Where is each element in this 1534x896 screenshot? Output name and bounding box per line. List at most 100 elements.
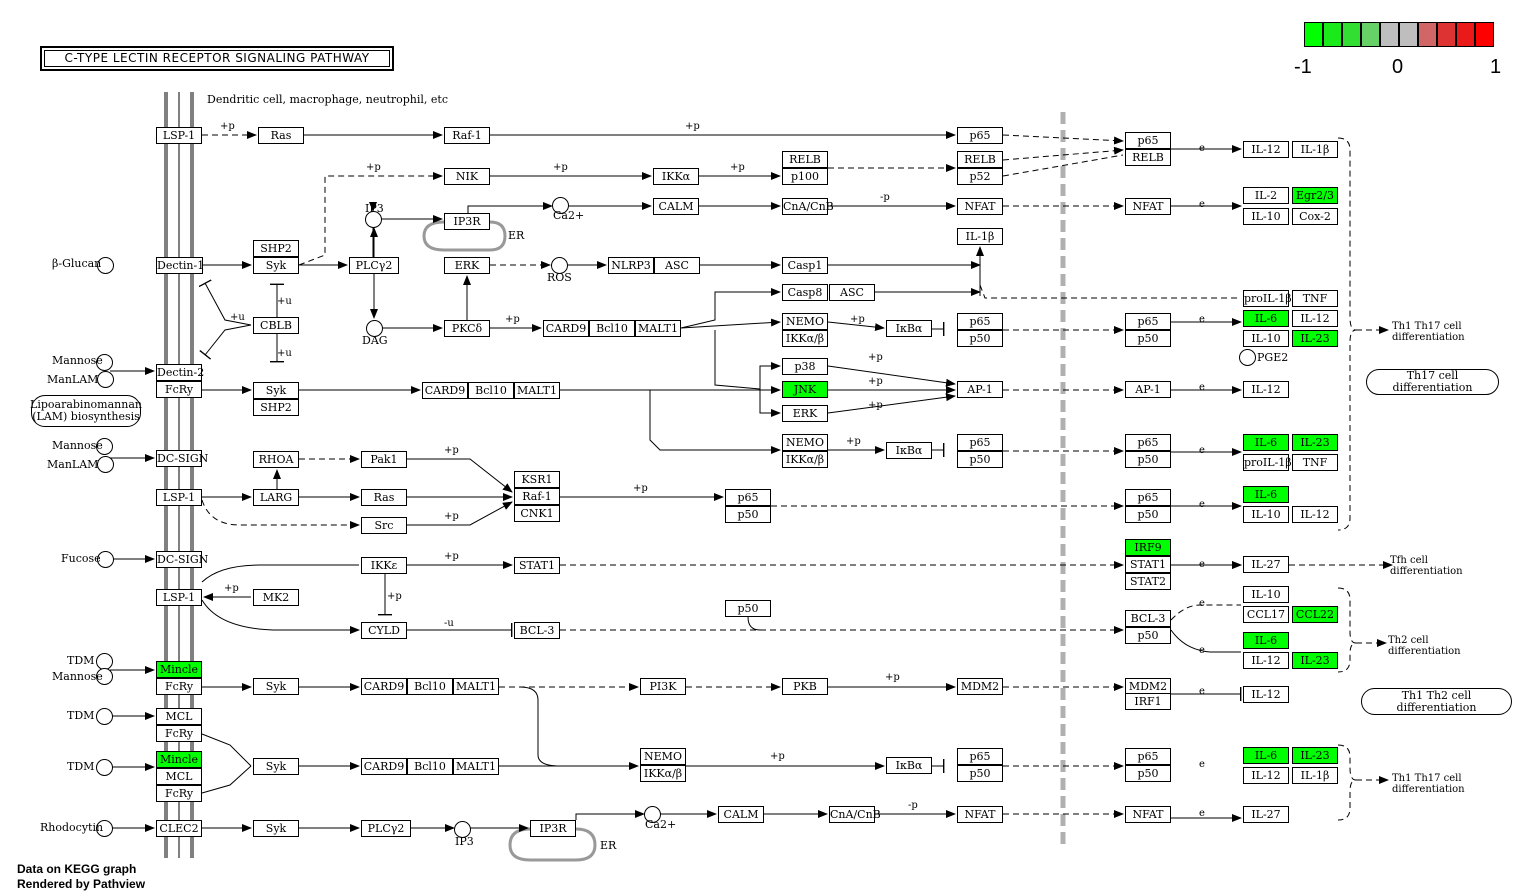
gene-node-relbn[interactable]: RELB xyxy=(1125,149,1171,166)
gene-node-t-il23d[interactable]: IL-23 xyxy=(1292,747,1338,764)
gene-node-mdm2n[interactable]: MDM2 xyxy=(1125,678,1171,695)
gene-node-p50n2[interactable]: p50 xyxy=(1125,330,1171,347)
gene-node-bcl10b[interactable]: Bcl10 xyxy=(468,382,514,399)
gene-node-syk2[interactable]: Syk xyxy=(253,382,299,399)
gene-node-ikkab1[interactable]: IKKα/β xyxy=(782,330,828,347)
gene-node-ap1a[interactable]: AP-1 xyxy=(957,381,1003,398)
gene-node-shp2a[interactable]: SHP2 xyxy=(253,240,299,257)
gene-node-fcry4[interactable]: FcRy xyxy=(156,785,202,802)
outcome-th1th17a[interactable]: Th1 Th17 cell differentiation xyxy=(1392,321,1465,343)
gene-node-lsp1b[interactable]: LSP-1 xyxy=(156,489,202,506)
gene-node-t-il27b[interactable]: IL-27 xyxy=(1243,806,1289,823)
compound-manlam2-node[interactable] xyxy=(97,456,114,473)
gene-node-erk1[interactable]: ERK xyxy=(444,257,490,274)
compound-tdm3-node[interactable] xyxy=(96,759,113,776)
gene-node-nfatn1[interactable]: NFAT xyxy=(1125,198,1171,215)
gene-node-ikba1[interactable]: IκBα xyxy=(886,320,932,337)
gene-node-t-il12a[interactable]: IL-12 xyxy=(1243,141,1289,158)
gene-node-t-il10b[interactable]: IL-10 xyxy=(1243,330,1289,347)
gene-node-nfat1[interactable]: NFAT xyxy=(957,198,1003,215)
gene-node-p65a[interactable]: p65 xyxy=(957,127,1003,144)
gene-node-t-il12b[interactable]: IL-12 xyxy=(1292,310,1338,327)
gene-node-pi3k[interactable]: PI3K xyxy=(640,678,686,695)
pathway-link-th1th2[interactable]: Th1 Th2 cell differentiation xyxy=(1361,688,1512,715)
gene-node-p65n3[interactable]: p65 xyxy=(1125,434,1171,451)
compound-pge2-node[interactable] xyxy=(1239,349,1256,366)
gene-node-clec2[interactable]: CLEC2 xyxy=(156,820,202,837)
gene-node-p65b[interactable]: p65 xyxy=(957,313,1003,330)
gene-node-t-ccl17[interactable]: CCL17 xyxy=(1243,606,1289,623)
gene-node-nfatn2[interactable]: NFAT xyxy=(1125,806,1171,823)
gene-node-relb2[interactable]: RELB xyxy=(957,151,1003,168)
gene-node-lsp1c[interactable]: LSP-1 xyxy=(156,589,202,606)
gene-node-malt1b[interactable]: MALT1 xyxy=(514,382,560,399)
gene-node-ip3r2[interactable]: IP3R xyxy=(530,820,576,837)
gene-node-t-il2[interactable]: IL-2 xyxy=(1243,187,1289,204)
gene-node-t-proil1b[interactable]: proIL-1β xyxy=(1243,290,1292,307)
gene-node-raf1[interactable]: Raf-1 xyxy=(444,127,490,144)
gene-node-pkb[interactable]: PKB xyxy=(782,678,828,695)
gene-node-p65n6[interactable]: p65 xyxy=(1125,748,1171,765)
gene-node-t-tnf1[interactable]: TNF xyxy=(1292,290,1338,307)
gene-node-casp8[interactable]: Casp8 xyxy=(782,284,828,301)
gene-node-p50g[interactable]: p50 xyxy=(725,506,771,523)
compound-mannose2-node[interactable] xyxy=(96,438,113,455)
gene-node-p100[interactable]: p100 xyxy=(782,168,828,185)
gene-node-t-il12f[interactable]: IL-12 xyxy=(1243,686,1289,703)
gene-node-p50c[interactable]: p50 xyxy=(957,451,1003,468)
gene-node-fcry3[interactable]: FcRy xyxy=(156,725,202,742)
gene-node-ikka[interactable]: IKKα xyxy=(653,168,699,185)
gene-node-t-il12d[interactable]: IL-12 xyxy=(1292,506,1338,523)
gene-node-asc2[interactable]: ASC xyxy=(829,284,875,301)
gene-node-t-tnf2[interactable]: TNF xyxy=(1292,454,1338,471)
gene-node-calm1[interactable]: CALM xyxy=(653,198,699,215)
gene-node-rhoa[interactable]: RHOA xyxy=(253,451,299,468)
gene-node-erk2[interactable]: ERK xyxy=(782,405,828,422)
compound-dag-node[interactable] xyxy=(366,320,383,337)
gene-node-bcl3a[interactable]: BCL-3 xyxy=(514,622,560,639)
gene-node-t-egr[interactable]: Egr2/3 xyxy=(1292,187,1338,204)
compound-ip3b-node[interactable] xyxy=(454,821,471,838)
gene-node-malt1c[interactable]: MALT1 xyxy=(453,678,499,695)
compound-ros-node[interactable] xyxy=(551,257,568,274)
compound-ca1-node[interactable] xyxy=(552,197,569,214)
gene-node-card9c[interactable]: CARD9 xyxy=(361,678,407,695)
gene-node-syk1[interactable]: Syk xyxy=(253,257,299,274)
gene-node-card9d[interactable]: CARD9 xyxy=(361,758,407,775)
gene-node-ap1n[interactable]: AP-1 xyxy=(1125,381,1171,398)
gene-node-nemo2[interactable]: NEMO xyxy=(782,434,828,451)
gene-node-ikba3[interactable]: IκBα xyxy=(886,757,932,774)
gene-node-p65n4[interactable]: p65 xyxy=(1125,489,1171,506)
gene-node-p52[interactable]: p52 xyxy=(957,168,1003,185)
compound-mannose1-node[interactable] xyxy=(96,354,113,371)
gene-node-t-il6a[interactable]: IL-6 xyxy=(1243,310,1289,327)
gene-node-p65g[interactable]: p65 xyxy=(725,489,771,506)
gene-node-dectin1[interactable]: Dectin-1 xyxy=(156,257,205,274)
gene-node-ip3r1[interactable]: IP3R xyxy=(444,213,490,230)
outcome-th1th17b[interactable]: Th1 Th17 cell differentiation xyxy=(1392,773,1465,795)
gene-node-dectin2[interactable]: Dectin-2 xyxy=(156,364,205,381)
gene-node-t-il10d[interactable]: IL-10 xyxy=(1243,586,1289,603)
gene-node-t-il6b[interactable]: IL-6 xyxy=(1243,434,1289,451)
gene-node-lsp1a[interactable]: LSP-1 xyxy=(156,127,202,144)
compound-fucose-node[interactable] xyxy=(97,551,114,568)
gene-node-t-cox2[interactable]: Cox-2 xyxy=(1292,208,1338,225)
gene-node-t-proil1b2[interactable]: proIL-1β xyxy=(1243,454,1292,471)
gene-node-p50h[interactable]: p50 xyxy=(957,765,1003,782)
gene-node-plcg2[interactable]: PLCγ2 xyxy=(361,820,411,837)
gene-node-bcl10d[interactable]: Bcl10 xyxy=(407,758,453,775)
gene-node-nlrp3[interactable]: NLRP3 xyxy=(608,257,654,274)
gene-node-t-il23a[interactable]: IL-23 xyxy=(1292,330,1338,347)
gene-node-nik[interactable]: NIK xyxy=(444,168,490,185)
gene-node-t-il12e[interactable]: IL-12 xyxy=(1243,652,1289,669)
gene-node-calm2[interactable]: CALM xyxy=(718,806,764,823)
gene-node-stat1n[interactable]: STAT1 xyxy=(1125,556,1171,573)
gene-node-ikba2[interactable]: IκBα xyxy=(886,442,932,459)
gene-node-t-il10c[interactable]: IL-10 xyxy=(1243,506,1289,523)
gene-node-larg[interactable]: LARG xyxy=(253,489,299,506)
gene-node-card9a[interactable]: CARD9 xyxy=(543,320,589,337)
gene-node-cyld[interactable]: CYLD xyxy=(361,622,407,639)
gene-node-fcry2[interactable]: FcRy xyxy=(156,678,202,695)
compound-mannose3-node[interactable] xyxy=(96,668,113,685)
gene-node-nfat2[interactable]: NFAT xyxy=(957,806,1003,823)
